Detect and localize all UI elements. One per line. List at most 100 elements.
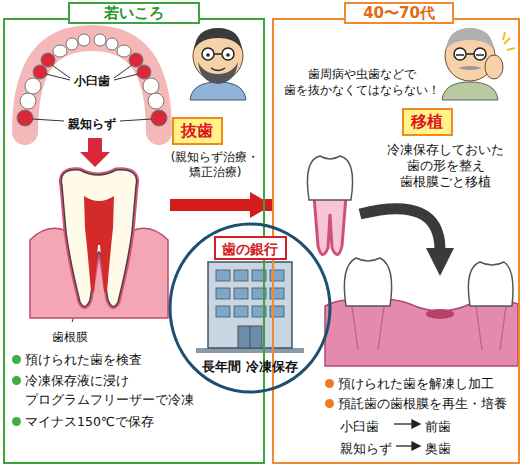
label-box: 小臼歯 xyxy=(73,70,111,90)
label-box: 冷凍保存液に浸け プログラムフリーザーで冷凍 xyxy=(12,371,222,409)
wisdom-tooth xyxy=(17,110,33,126)
glasses xyxy=(214,53,222,55)
tooth xyxy=(66,38,78,50)
bullet-text: 預けられた歯を解凍し加工 xyxy=(325,374,515,393)
tooth-type: 親知らず xyxy=(340,441,392,457)
tooth-socket xyxy=(426,309,454,319)
leader-line xyxy=(32,119,64,121)
tooth xyxy=(20,93,36,109)
bank-building xyxy=(208,262,292,348)
part-label: 歯根膜 xyxy=(52,329,88,346)
tooth-crown xyxy=(344,258,391,306)
down-arrow xyxy=(80,138,110,167)
eye xyxy=(226,53,230,57)
entrance xyxy=(250,326,251,348)
label-box: 奥歯 xyxy=(425,438,451,457)
glasses xyxy=(202,48,214,60)
leader-line xyxy=(120,119,152,121)
tooth xyxy=(106,38,118,50)
window xyxy=(216,288,230,299)
bullet-text: 預けられた歯を検査 xyxy=(12,350,242,369)
glasses xyxy=(454,48,466,60)
leader-line xyxy=(46,74,70,80)
label-box: 小臼歯 xyxy=(340,416,379,435)
arrow-head xyxy=(412,420,420,428)
arrow-head xyxy=(412,442,420,450)
panel-tab: 40〜70代 xyxy=(344,2,454,24)
bullet-text: マイナス150℃で保存 xyxy=(12,412,242,431)
glasses xyxy=(222,48,234,60)
curved-arrow xyxy=(360,209,440,250)
window xyxy=(234,306,248,317)
label-box: 冷凍保存しておいた 歯の形を整え 歯根膜ごと移植 xyxy=(383,142,508,190)
shirt xyxy=(442,82,498,100)
tooth-type: 奥歯 xyxy=(425,441,451,457)
tooth xyxy=(53,45,67,57)
tooth-pulp xyxy=(84,196,114,292)
label-box: 親知らず xyxy=(67,113,117,133)
bank-circle: 長年間 冷凍保存歯の銀行 xyxy=(168,222,332,394)
tooth xyxy=(148,93,164,109)
tooth-section xyxy=(61,170,136,307)
panel-tab: 若いころ xyxy=(68,2,200,24)
tooth xyxy=(25,78,41,94)
eye xyxy=(206,53,210,57)
window xyxy=(234,288,248,299)
label-box: 預けられた歯を解凍し加工 xyxy=(325,374,515,393)
action-box: 移植 xyxy=(402,108,453,136)
premolar-tooth xyxy=(137,65,151,79)
label-box: 親知らず xyxy=(340,438,392,457)
window xyxy=(216,306,230,317)
gum xyxy=(325,299,518,366)
pain-mark xyxy=(503,32,515,50)
tooth-crown xyxy=(307,156,352,200)
mustache xyxy=(458,66,482,70)
flow-arrow xyxy=(250,192,272,218)
glasses xyxy=(474,48,486,60)
tooth-root xyxy=(352,306,506,350)
bullet-dot xyxy=(325,379,334,388)
label-box: 預けられた歯を検査 xyxy=(12,350,242,369)
tooth xyxy=(78,34,90,46)
window xyxy=(216,270,230,281)
part-label: 親知らず xyxy=(67,116,117,133)
premolar-tooth xyxy=(129,53,143,67)
bullet-dot xyxy=(325,399,334,408)
action-text: 抜歯 xyxy=(181,121,213,141)
note-text: (親知らず治療・ 矯正治療) xyxy=(166,150,264,180)
mouth xyxy=(211,68,225,71)
tooth-type: 前歯 xyxy=(425,419,451,435)
action-box: 抜歯 xyxy=(172,117,223,145)
label-box: 前歯 xyxy=(425,416,451,435)
arrow-line xyxy=(394,423,414,424)
part-label: 小臼歯 xyxy=(73,73,111,90)
periodontal-ligament xyxy=(61,170,136,307)
arrow-head xyxy=(250,192,272,218)
tooth xyxy=(94,34,106,46)
tooth-root xyxy=(314,196,346,255)
glasses xyxy=(466,53,474,55)
bullet-text: 預託歯の歯根膜を再生・培養 xyxy=(325,394,515,413)
hair xyxy=(446,28,494,50)
leader-line xyxy=(114,74,138,80)
window xyxy=(234,270,248,281)
tooth xyxy=(143,78,159,94)
teeth-row xyxy=(17,34,167,126)
label-box: (親知らず治療・ 矯正治療) xyxy=(166,150,264,180)
hand xyxy=(485,55,503,79)
storage-text: 長年間 冷凍保存 xyxy=(168,358,332,375)
sign-text: 歯の銀行 xyxy=(222,240,278,258)
tooth-crown xyxy=(468,262,513,306)
label-box: 歯周病や虫歯などで 歯を抜かなくてはならない！ xyxy=(279,66,445,98)
note-text: 冷凍保存しておいた 歯の形を整え 歯根膜ごと移植 xyxy=(383,142,508,190)
bullet-dot xyxy=(12,417,21,426)
hair xyxy=(194,28,242,50)
tooth xyxy=(117,45,131,57)
bullet-dot xyxy=(12,376,21,385)
premolar-tooth xyxy=(41,53,55,67)
entrance xyxy=(238,326,262,348)
bullet-dot xyxy=(12,355,21,364)
shirt xyxy=(190,82,246,100)
gum-arch xyxy=(25,38,159,132)
